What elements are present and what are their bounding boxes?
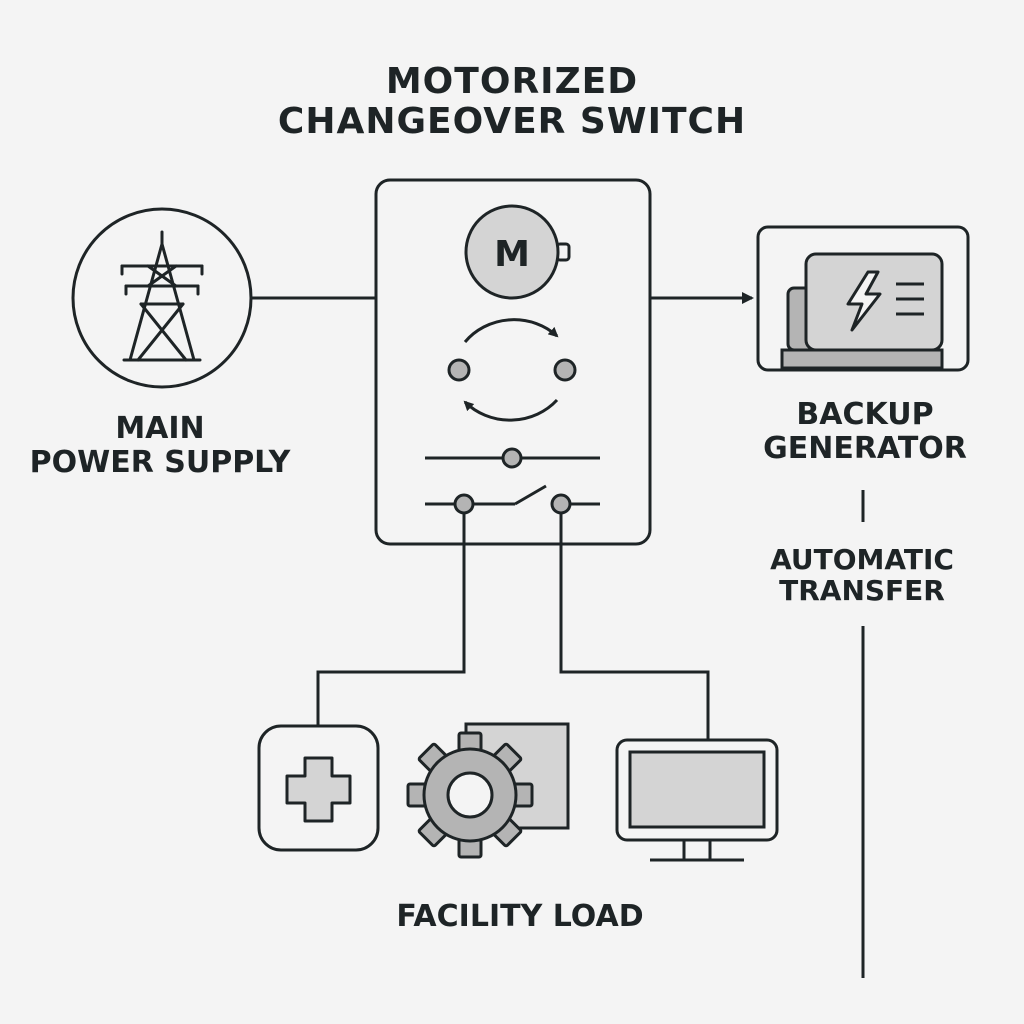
title-line-1: MOTORIZED xyxy=(385,61,639,102)
rotation-arrows-icon xyxy=(447,318,577,422)
switch-contacts-icon xyxy=(425,447,600,515)
main-supply-icon-group xyxy=(71,207,253,389)
generator-label: BACKUP GENERATOR xyxy=(715,398,1015,465)
generator-icon xyxy=(756,225,970,372)
motor-icon xyxy=(464,204,571,300)
load-wiring xyxy=(316,514,710,740)
switch-unit: M xyxy=(374,178,652,546)
main-supply-label: MAIN POWER SUPPLY xyxy=(10,412,310,479)
title-line-2: CHANGEOVER SWITCH xyxy=(277,101,747,143)
motor-letter: M xyxy=(494,234,530,275)
transmission-tower-icon xyxy=(120,230,204,362)
monitor-icon xyxy=(615,738,779,862)
main-supply-label-line-1: MAIN xyxy=(115,411,205,446)
facility-load-text: FACILITY LOAD xyxy=(396,899,644,934)
automatic-transfer-label: AUTOMATIC TRANSFER xyxy=(712,544,1012,607)
facility-load-label: FACILITY LOAD xyxy=(320,900,720,934)
medical-cross-icon xyxy=(257,724,380,852)
switch-box xyxy=(374,178,652,546)
diagram-title: MOTORIZED CHANGEOVER SWITCH xyxy=(162,61,862,143)
generator-label-line-1: BACKUP xyxy=(796,397,934,432)
main-supply-circle xyxy=(71,207,253,389)
gear-icon xyxy=(406,722,570,859)
main-supply-label-line-2: POWER SUPPLY xyxy=(29,444,291,480)
generator-label-line-2: GENERATOR xyxy=(763,430,967,466)
automatic-transfer-line-1: AUTOMATIC xyxy=(770,543,954,576)
automatic-transfer-line-2: TRANSFER xyxy=(779,574,945,608)
